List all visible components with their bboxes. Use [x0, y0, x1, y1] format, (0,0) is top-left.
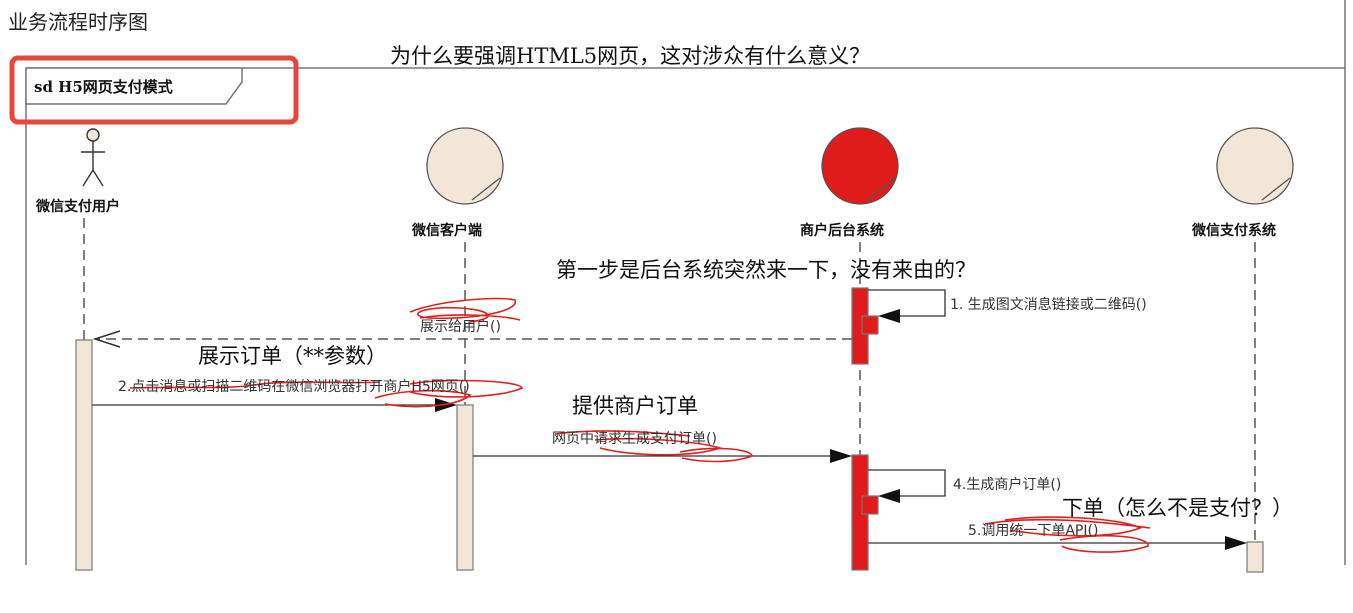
message-2-label: 2.点击消息或扫描二维码在微信浏览器打开商户H5网页() [118, 379, 470, 395]
annotation-first-step: 第一步是后台系统突然来一下，没有来由的？ [556, 258, 976, 282]
lifeline-label-merchant: 商户后台系统 [800, 223, 884, 239]
merchant-self-activation-1 [861, 315, 879, 335]
frame-label-tab [25, 67, 243, 105]
message-3-arrow [473, 449, 852, 463]
merchant-entity-icon [821, 127, 899, 205]
lifeline-label-user: 微信支付用户 [36, 199, 120, 215]
message-4-label: 4.生成商户订单() [953, 477, 1062, 493]
message-5-arrow [868, 536, 1247, 550]
message-1-label: 1. 生成图文消息链接或二维码() [950, 297, 1147, 313]
wxpay-activation-bar [1246, 541, 1264, 573]
client-activation-bar [456, 404, 474, 571]
message-1-arrow [868, 289, 946, 323]
user-activation-bar [75, 339, 93, 571]
annotation-top-question: 为什么要强调HTML5网页，这对涉众有什么意义？ [390, 44, 871, 68]
annotation-show-order: 展示订单（**参数） [198, 344, 387, 368]
annotation-provide-order: 提供商户订单 [572, 394, 698, 418]
client-entity-icon [426, 127, 504, 205]
red-scribble-marks [129, 297, 1151, 553]
message-3-label: 网页中请求生成支付订单() [552, 431, 717, 447]
message-show-user-label: 展示给用户() [420, 319, 501, 335]
wxpay-entity-icon [1216, 127, 1294, 205]
lifeline-label-client: 微信客户端 [412, 223, 482, 239]
page-title: 业务流程时序图 [8, 10, 148, 34]
frame-label: sd H5网页支付模式 [34, 78, 173, 96]
lifeline-label-wxpay: 微信支付系统 [1192, 223, 1276, 239]
return-show-user-arrow [92, 330, 852, 348]
user-stick-figure-icon [81, 128, 105, 187]
message-5-label: 5.调用统一下单API() [968, 523, 1099, 539]
highlight-box [9, 55, 299, 125]
annotation-place-order: 下单（怎么不是支付？） [1062, 496, 1293, 520]
message-4-arrow [868, 469, 946, 503]
message-2-arrow [92, 398, 457, 412]
merchant-self-activation-2 [861, 495, 879, 515]
